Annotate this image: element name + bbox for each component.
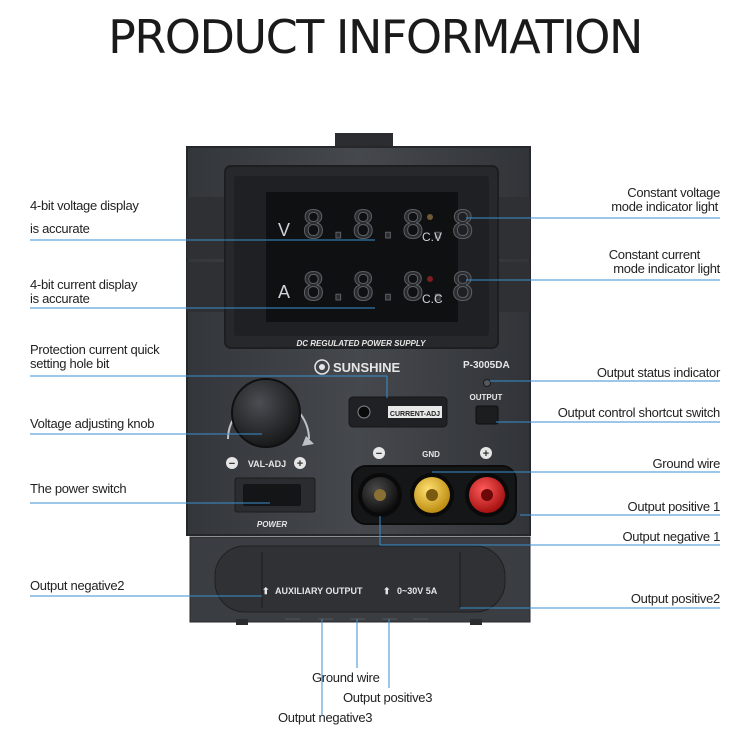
knob-minus-icon <box>226 457 238 469</box>
callout-cv-light-line1: Constant voltage <box>627 185 720 200</box>
callout-output-negative2: Output negative2 <box>30 578 125 593</box>
right-rib <box>496 197 530 259</box>
svg-text:+: + <box>297 458 303 470</box>
callout-voltage-display-line1: 4-bit voltage display <box>30 198 139 213</box>
callout-output-positive2: Output positive2 <box>630 591 720 606</box>
power-label: POWER <box>257 520 287 529</box>
callout-current-display-line2: is accurate <box>30 291 90 306</box>
callout-power-switch: The power switch <box>30 481 127 496</box>
svg-text:−: − <box>229 458 235 470</box>
callout-output-negative1: Output negative 1 <box>622 529 720 544</box>
cv-label: C.V <box>422 230 442 244</box>
cv-indicator-led <box>427 214 433 220</box>
callout-output-negative3: Output negative3 <box>278 710 373 725</box>
aux-spec-label: 0~30V 5A <box>397 586 438 596</box>
output-shortcut-button[interactable] <box>475 405 499 425</box>
terminal-plus-icon <box>480 447 492 459</box>
display-screen <box>266 192 458 322</box>
output-status-led <box>483 379 491 387</box>
model-number: P-3005DA <box>463 360 510 371</box>
callout-protection-line2: setting hole bit <box>30 356 110 371</box>
top-handle <box>335 133 393 149</box>
knob-plus-icon <box>294 457 306 469</box>
callout-shortcut-switch: Output control shortcut switch <box>557 405 721 420</box>
voltage-symbol: V <box>278 220 290 240</box>
left-rib <box>187 197 225 259</box>
terminal-minus-icon <box>373 447 385 459</box>
callout-lines <box>30 217 720 715</box>
callout-protection-line1: Protection current quick <box>30 342 160 357</box>
voltage-knob[interactable] <box>231 378 301 448</box>
svg-text:+: + <box>483 448 489 460</box>
callout-voltage-knob: Voltage adjusting knob <box>30 416 155 431</box>
current-readout: 8.8.8.8 <box>302 265 476 309</box>
brand-logo-icon <box>314 359 330 375</box>
cc-label: C.C <box>422 292 443 306</box>
callout-ground-wire-bottom: Ground wire <box>312 670 380 685</box>
callout-voltage-display-line2: is accurate <box>30 221 90 236</box>
power-switch[interactable] <box>243 484 301 506</box>
callout-cc-light-line1: Constant current <box>608 247 701 262</box>
callout-output-positive1: Output positive 1 <box>627 499 721 514</box>
current-adj-label: CURRENT-ADJ <box>390 411 440 418</box>
val-adj-label: VAL-ADJ <box>248 459 286 469</box>
aux-output-label: AUXILIARY OUTPUT <box>275 586 363 596</box>
cc-indicator-led <box>427 276 433 282</box>
current-symbol: A <box>278 282 290 302</box>
aux-up-arrow-icon-2: ⬆ <box>383 586 391 596</box>
aux-up-arrow-icon: ⬆ <box>262 586 270 596</box>
aux-output-panel <box>214 545 506 613</box>
voltage-readout: 8.8.8.8 <box>302 203 476 247</box>
current-adj-hole[interactable] <box>357 405 371 419</box>
output-label: OUTPUT <box>470 393 503 402</box>
callout-cv-light-line2: mode indicator light <box>611 199 718 214</box>
panel-caption: DC REGULATED POWER SUPPLY <box>296 339 426 348</box>
callout-current-display-line1: 4-bit current display <box>30 277 138 292</box>
page-title: PRODUCT INFORMATION <box>108 10 643 64</box>
callout-ground-wire: Ground wire <box>652 456 720 471</box>
gnd-label: GND <box>422 450 440 459</box>
svg-text:−: − <box>376 448 382 460</box>
brand-name: SUNSHINE <box>333 360 401 375</box>
callout-output-positive3: Output positive3 <box>343 690 433 705</box>
callout-cc-light-line2: mode indicator light <box>613 261 720 276</box>
callout-status-indicator: Output status indicator <box>596 365 720 380</box>
